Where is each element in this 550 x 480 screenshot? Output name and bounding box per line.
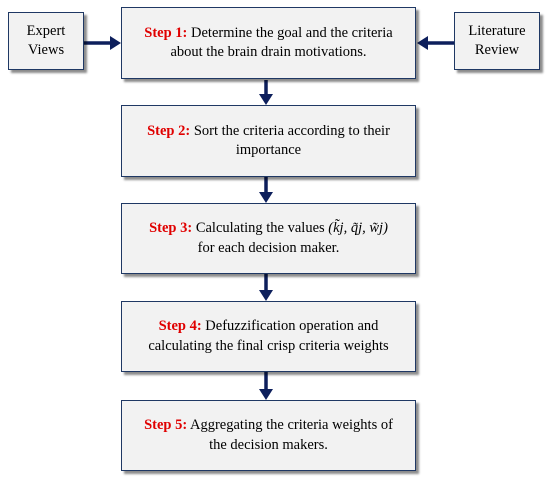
step-3-line1: Calculating the values	[195, 220, 325, 237]
literature-review-line2: Review	[474, 42, 520, 58]
step-3-box: Step 3: Calculating the values (k̃j, q̃j…	[121, 203, 416, 274]
step-4-line1: Defuzzification operation and	[205, 318, 379, 335]
literature-review-box: Literature Review	[454, 12, 540, 70]
step-2-box: Step 2: Sort the criteria according to t…	[121, 105, 416, 177]
step-1-box: Step 1: Determine the goal and the crite…	[121, 7, 416, 79]
step-5-line1: Aggregating the criteria weights of	[190, 417, 393, 434]
step-2-line2: importance	[235, 142, 302, 158]
step-1-line2: about the brain drain motivations.	[170, 44, 367, 60]
arrow-literature-to-step1	[417, 36, 454, 50]
step-4-line2: calculating the final crisp criteria wei…	[148, 337, 389, 354]
step-2-line1: Sort the criteria according to their	[193, 122, 390, 139]
expert-views-line2: Views	[27, 42, 65, 58]
arrow-step2-to-step3	[259, 177, 273, 203]
arrow-step3-to-step4	[259, 274, 273, 301]
step-1-line1: Determine the goal and the criteria	[191, 24, 393, 41]
step-2-label: Step 2:	[147, 122, 191, 139]
arrow-step1-to-step2	[259, 80, 273, 105]
step-5-line2: the decision makers.	[209, 436, 328, 453]
step-1-label: Step 1:	[144, 24, 188, 41]
step-4-box: Step 4: Defuzzification operation and ca…	[121, 301, 416, 372]
step-3-label: Step 3:	[149, 220, 193, 237]
step-5-label: Step 5:	[144, 417, 188, 434]
step-3-formula: (k̃j, q̃j, w̃j)	[328, 220, 388, 237]
arrow-step4-to-step5	[259, 372, 273, 400]
step-3-line2: for each decision maker.	[197, 239, 340, 256]
expert-views-box: Expert Views	[8, 12, 84, 70]
step-5-box: Step 5: Aggregating the criteria weights…	[121, 400, 416, 471]
step-4-label: Step 4:	[158, 318, 202, 335]
expert-views-line1: Expert	[26, 23, 66, 40]
arrow-expert-to-step1	[84, 36, 121, 50]
literature-review-line1: Literature	[468, 23, 526, 40]
